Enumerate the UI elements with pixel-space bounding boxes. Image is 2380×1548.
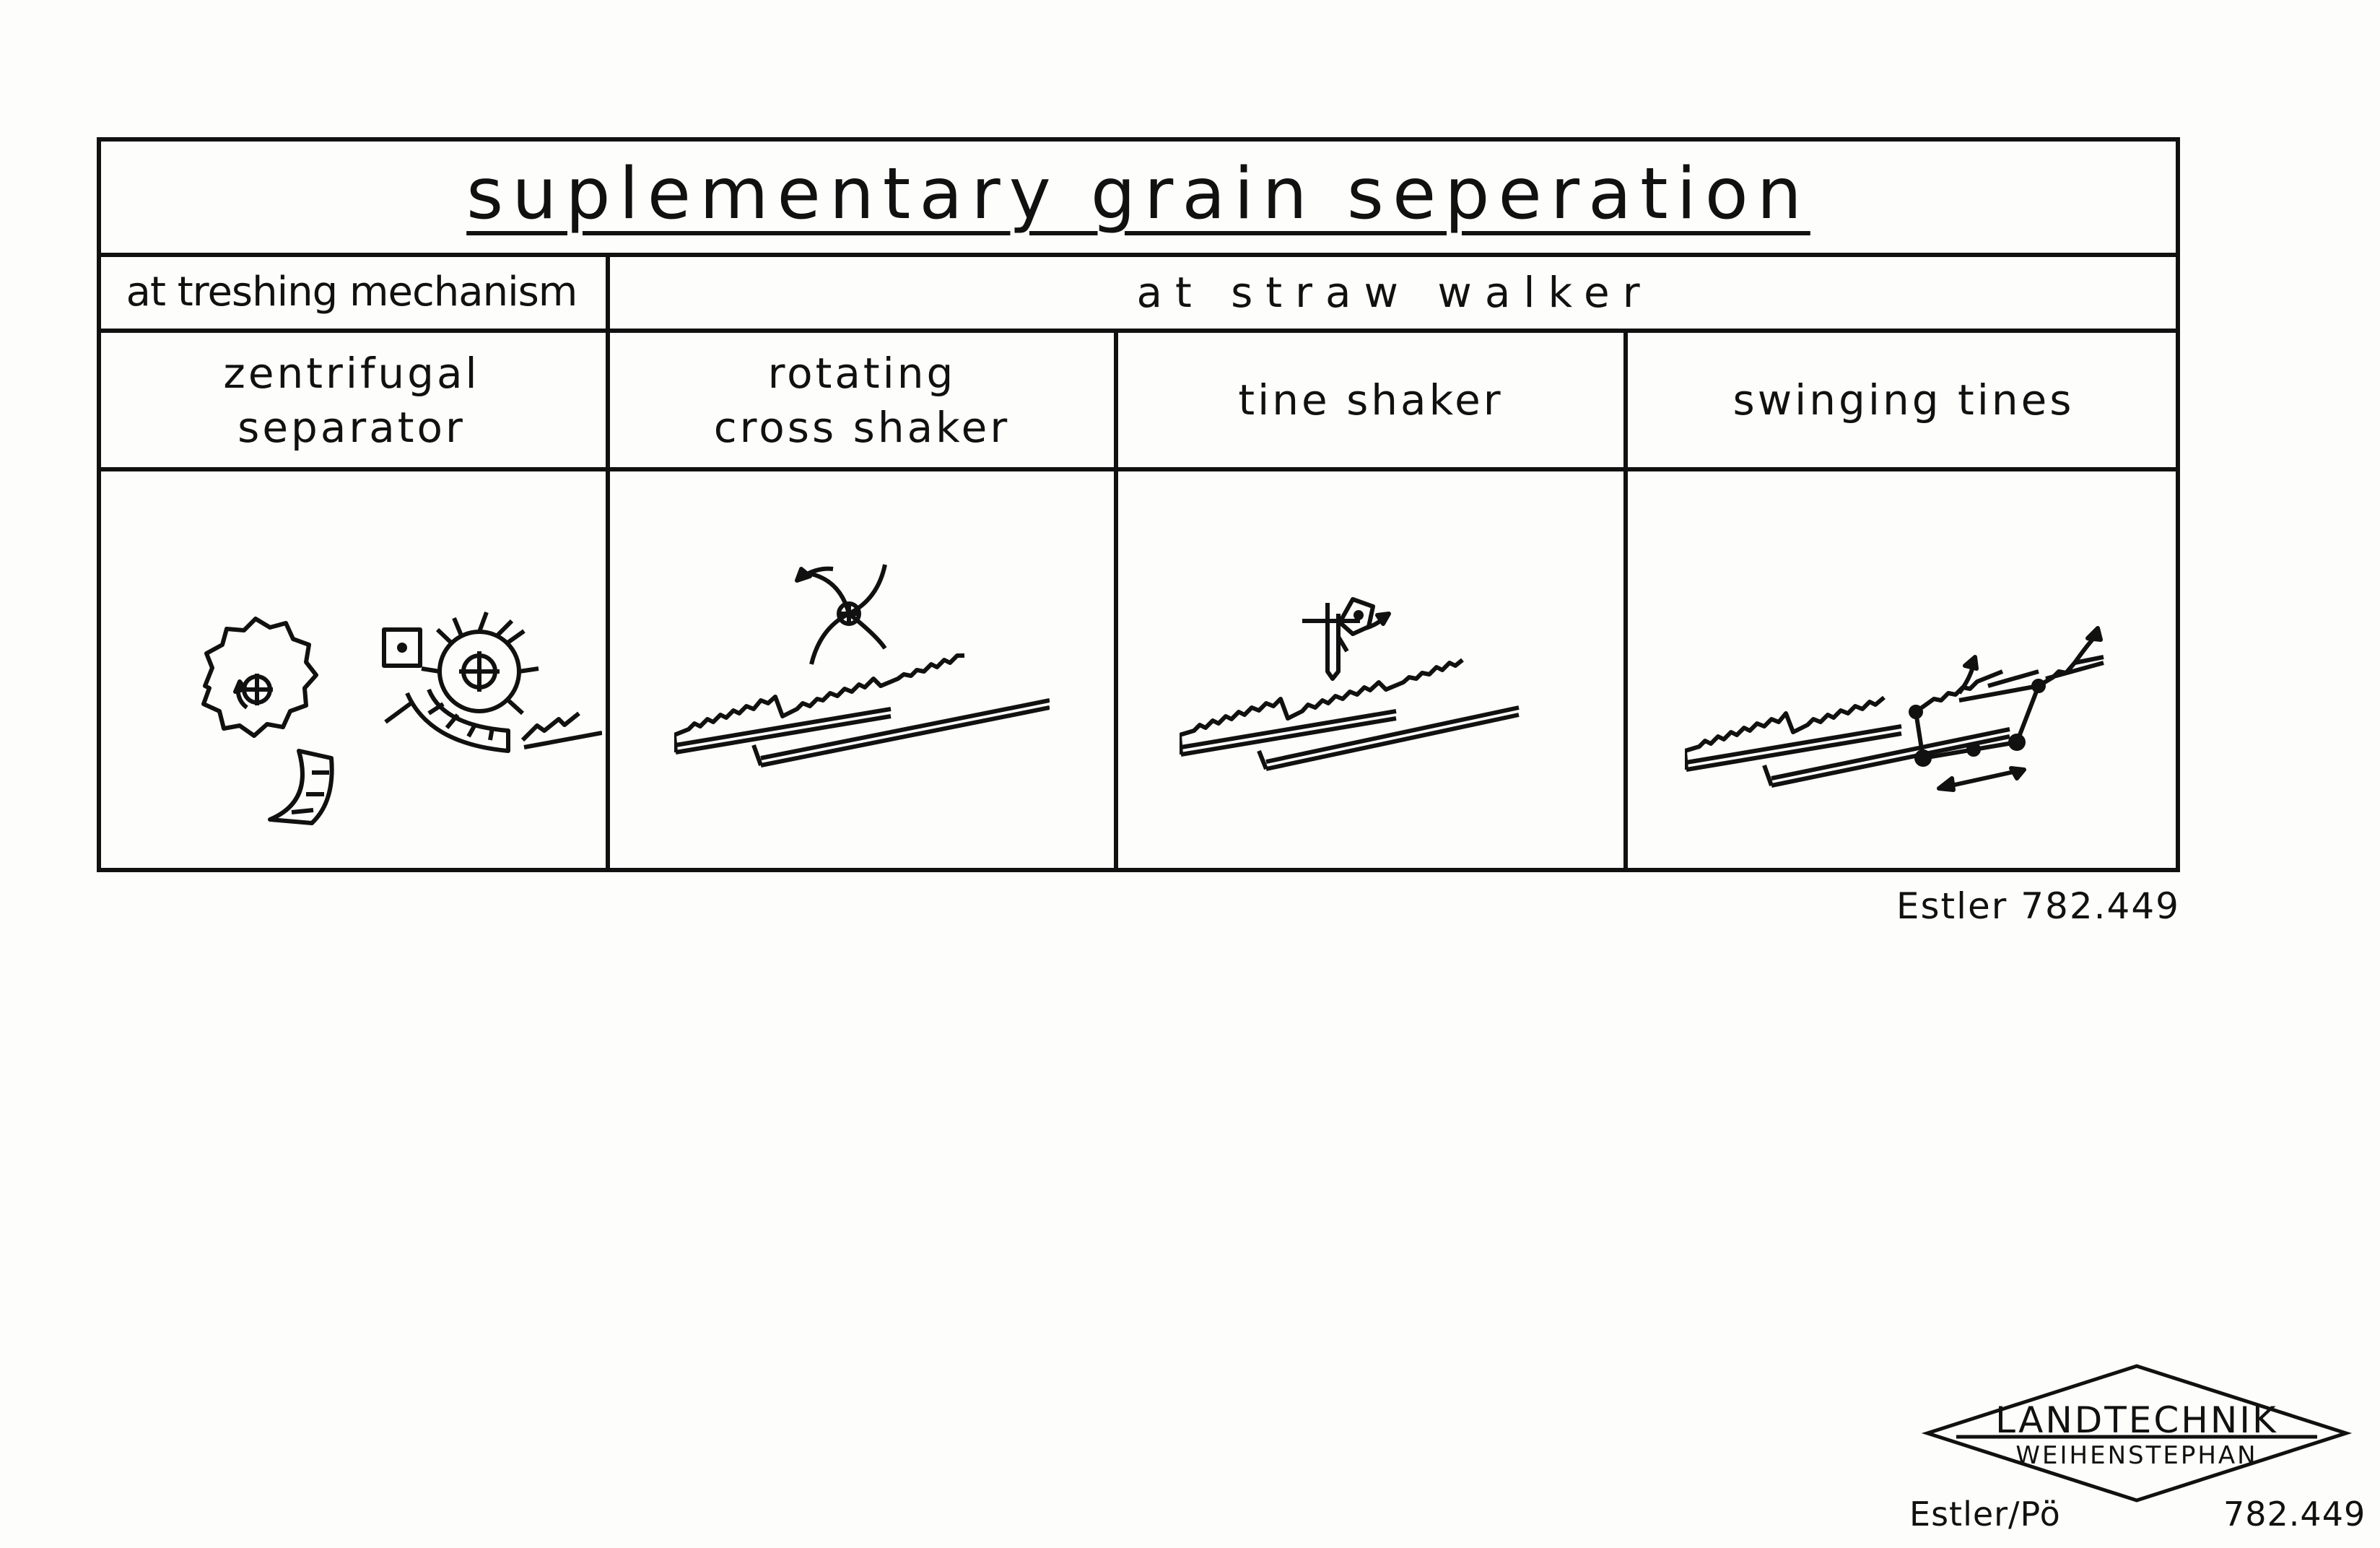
group-threshing-mechanism: at treshing mechanism [126, 269, 578, 316]
stamp-location: WEIHENSTEPHAN [2015, 1441, 2258, 1470]
column-header-rotating-cross-shaker: rotating cross shaker [713, 349, 1011, 452]
group-straw-walker: at straw walker [1136, 267, 1653, 317]
table-grid [97, 137, 2180, 872]
column-header-tine-shaker: tine shaker [1238, 375, 1504, 425]
stamp-diamond-outline [1921, 1364, 2353, 1503]
centrifugal-separator-diagram-icon [201, 611, 602, 825]
author-mark: Estler/Pö [1909, 1495, 2061, 1534]
tine-shaker-diagram-icon [1180, 597, 1520, 771]
grain-separation-table: suplementary grain seperation at treshin… [97, 137, 2180, 872]
table-title: suplementary grain seperation [466, 153, 1810, 236]
column-header-swinging-tines: swinging tines [1732, 375, 2075, 425]
reference-number-bottom: 782.449 [2223, 1495, 2366, 1534]
reference-number-top: Estler 782.449 [1896, 885, 2180, 927]
landtechnik-stamp: LANDTECHNIK WEIHENSTEPHAN [1920, 1357, 2353, 1509]
stamp-name: LANDTECHNIK [1995, 1399, 2278, 1441]
column-header-centrifugal-separator: zentrifugal separator [223, 349, 480, 452]
rotating-cross-shaker-diagram-icon [674, 564, 1050, 768]
swinging-tines-diagram-icon [1685, 626, 2104, 792]
